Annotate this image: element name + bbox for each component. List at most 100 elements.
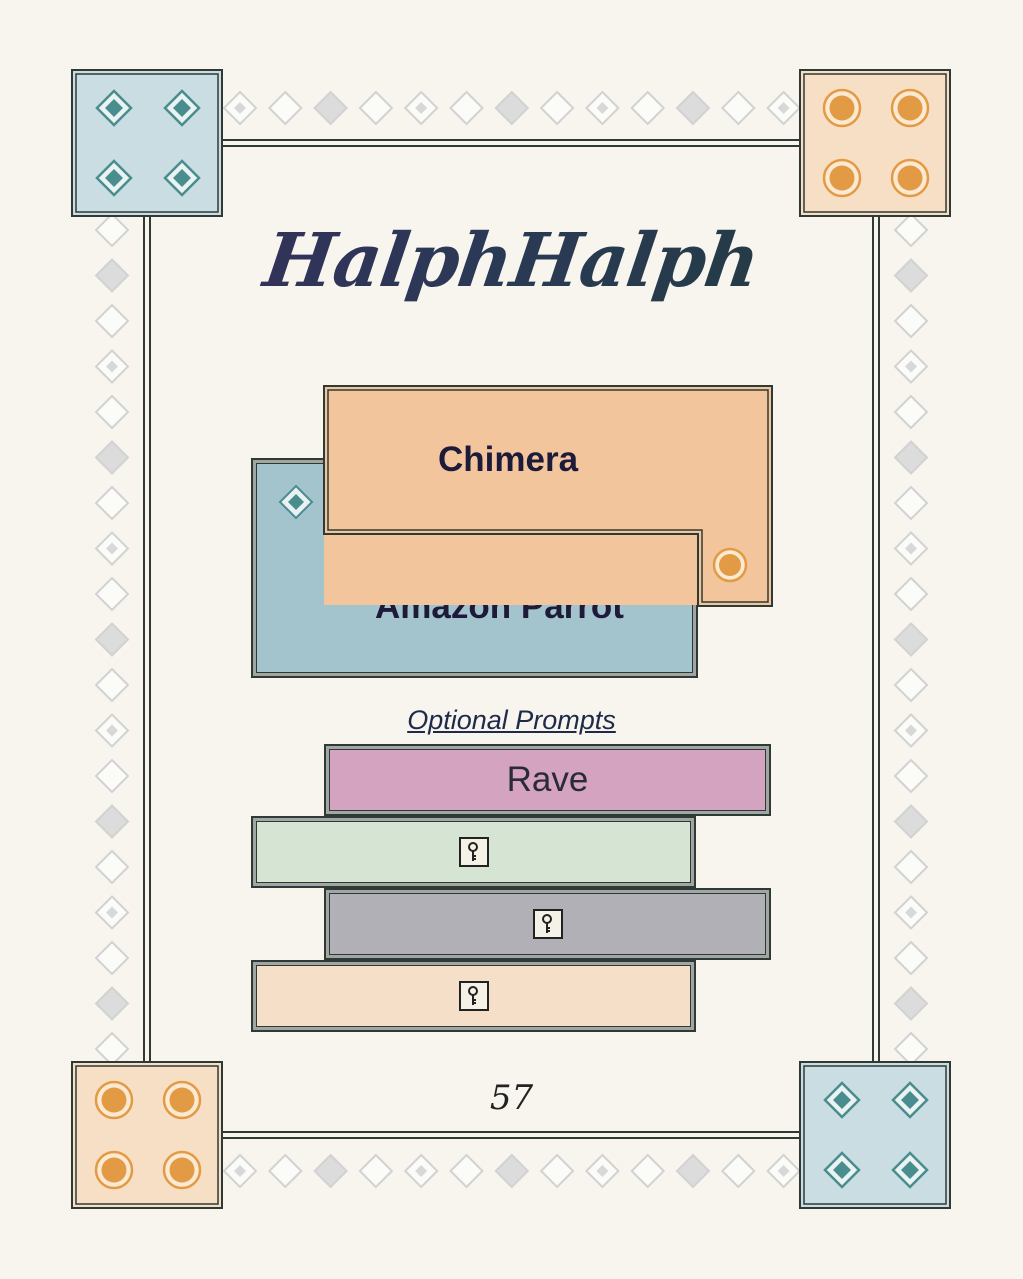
diamond-icon — [494, 90, 530, 126]
corner-tile-border — [803, 1065, 947, 1205]
card-title: HalphHalph — [0, 218, 1023, 304]
ring-dot-icon — [712, 547, 748, 583]
primary-trait-label: Chimera — [438, 440, 579, 479]
diamond-icon — [494, 1153, 530, 1189]
diamond-icon — [893, 667, 929, 703]
diamond-icon — [415, 1165, 428, 1177]
diamond-icon — [893, 576, 929, 612]
diamond-icon — [893, 485, 929, 521]
prompt-label: Rave — [506, 760, 589, 799]
lock-icon — [532, 909, 563, 939]
diamond-icon — [106, 542, 118, 555]
diamond-icon — [893, 1031, 929, 1067]
ring-dot-icon — [897, 165, 923, 191]
diamond-icon — [893, 940, 929, 976]
diamond-icon — [720, 1153, 756, 1189]
diamond-icon — [630, 90, 666, 126]
diamond-icon — [94, 667, 130, 703]
diamond-icon — [94, 1031, 130, 1067]
corner-tile — [799, 69, 951, 217]
diamond-icon — [893, 622, 929, 657]
diamond-icon — [106, 906, 118, 919]
diamond-icon — [777, 1165, 790, 1177]
diamond-icon — [893, 394, 929, 430]
diamond-icon — [106, 360, 118, 373]
diamond-icon — [94, 622, 130, 657]
diamond-icon — [267, 1153, 303, 1189]
corner-tile-border — [803, 73, 947, 213]
diamond-icon — [675, 90, 711, 126]
diamond-icon — [358, 1153, 394, 1189]
diamond-icon — [893, 986, 929, 1021]
optional-prompts-heading: Optional Prompts — [407, 705, 616, 735]
diamond-icon — [893, 212, 929, 248]
ring-dot-icon — [169, 1157, 195, 1183]
diamond-icon — [94, 849, 130, 885]
diamond-icon — [358, 90, 394, 126]
corner-tile-border — [75, 1065, 219, 1205]
diamond-icon — [94, 303, 130, 339]
ring-dot-icon — [829, 165, 855, 191]
diamond-icon — [893, 258, 929, 293]
corner-tile — [71, 1061, 223, 1209]
diamond-icon — [94, 986, 130, 1021]
diamond-icon — [94, 940, 130, 976]
diamond-icon — [905, 360, 917, 373]
diamond-icon — [313, 90, 349, 126]
prompt-slot-2[interactable] — [251, 816, 696, 888]
diamond-icon — [901, 1161, 919, 1179]
prompt-slot-1[interactable]: Rave — [324, 744, 771, 816]
lock-icon — [458, 981, 489, 1011]
diamond-icon — [234, 102, 246, 114]
diamond-icon — [893, 804, 929, 839]
diamond-icon — [173, 169, 191, 187]
diamond-icon — [596, 1165, 609, 1177]
page-number: 57 — [489, 1078, 534, 1118]
diamond-icon — [94, 576, 130, 612]
diamond-icon — [313, 1153, 349, 1189]
ring-dot-icon — [101, 1087, 127, 1113]
diamond-icon — [630, 1153, 666, 1189]
diamond-icon — [449, 1153, 484, 1189]
diamond-icon — [539, 1153, 575, 1189]
diamond-icon — [777, 102, 790, 114]
diamond-icon — [94, 804, 130, 839]
diamond-icon — [94, 212, 130, 248]
diamond-icon — [539, 90, 575, 126]
diamond-icon — [449, 90, 484, 126]
diamond-icon — [94, 258, 130, 293]
diamond-icon — [893, 849, 929, 885]
diamond-icon — [278, 484, 314, 520]
diamond-icon — [833, 1161, 851, 1179]
corner-tile-border — [75, 73, 219, 213]
ring-dot-icon — [897, 95, 923, 121]
diamond-icon — [267, 90, 303, 126]
diamond-icon — [415, 102, 428, 114]
corner-tile — [799, 1061, 951, 1209]
diamond-icon — [905, 724, 917, 737]
prompt-slot-3[interactable] — [324, 888, 771, 960]
primary-trait-card-outline — [323, 385, 773, 607]
corner-tile — [71, 69, 223, 217]
ring-dot-icon — [169, 1087, 195, 1113]
ring-dot-icon — [101, 1157, 127, 1183]
lock-icon — [458, 837, 489, 867]
diamond-icon — [901, 1091, 919, 1109]
prompt-slot-4[interactable] — [251, 960, 696, 1032]
diamond-icon — [833, 1091, 851, 1109]
diamond-icon — [893, 303, 929, 339]
diamond-icon — [234, 1165, 246, 1177]
diamond-icon — [893, 440, 929, 475]
diamond-icon — [905, 542, 917, 555]
diamond-icon — [905, 906, 917, 919]
diamond-icon — [94, 394, 130, 430]
diamond-icon — [675, 1153, 711, 1189]
diamond-icon — [94, 440, 130, 475]
diamond-icon — [94, 485, 130, 521]
ring-dot-icon — [829, 95, 855, 121]
diamond-icon — [94, 758, 130, 794]
diamond-icon — [893, 758, 929, 794]
diamond-icon — [720, 90, 756, 126]
diamond-icon — [105, 169, 123, 187]
